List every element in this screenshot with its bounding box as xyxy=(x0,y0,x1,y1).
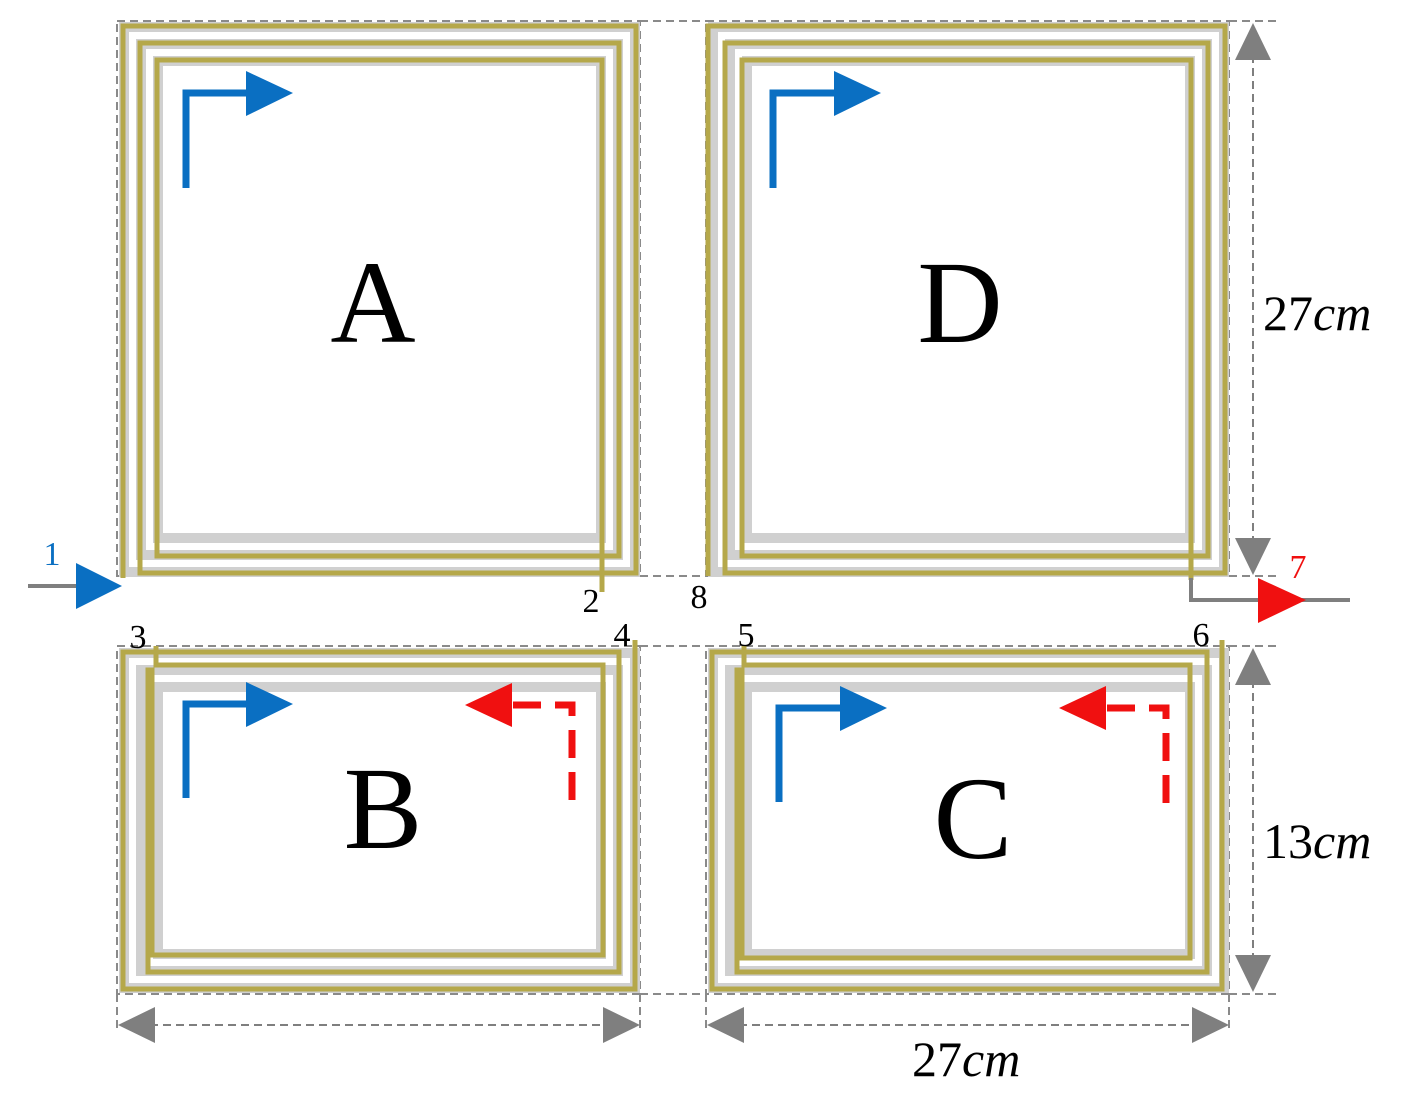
dimension-width-value: 27 xyxy=(912,1031,962,1087)
dimension-height-top-unit: cm xyxy=(1313,285,1371,341)
terminal-labels: 1 2 8 7 3 4 5 6 xyxy=(44,536,1307,656)
gray-double-arrow-icon xyxy=(1235,23,1271,575)
red-output-arrow-icon xyxy=(1189,578,1350,623)
dimension-height-top-value: 27 xyxy=(1263,285,1313,341)
coil-label-c: C xyxy=(934,753,1013,884)
dimension-height-bottom-label: 13cm xyxy=(1263,813,1371,869)
coil-label-a: A xyxy=(330,237,415,368)
blue-elbow-arrow-icon xyxy=(775,686,887,802)
coil-c xyxy=(708,640,1229,993)
coil-label-d: D xyxy=(917,237,1002,368)
terminal-5-label: 5 xyxy=(738,617,755,654)
dimension-labels: 27cm 13cm 27cm xyxy=(912,285,1371,1087)
dimension-width-label: 27cm xyxy=(912,1031,1020,1087)
gray-double-arrow-icon xyxy=(118,1007,640,1043)
blue-elbow-arrow-icon xyxy=(182,71,293,188)
coil-b xyxy=(119,640,640,993)
red-dashed-elbow-arrow-icon xyxy=(465,683,576,800)
dimension-height-bottom-value: 13 xyxy=(1263,813,1313,869)
terminal-8-label: 8 xyxy=(691,579,708,616)
coil-labels: A D B C xyxy=(330,237,1012,884)
reverse-current-arrows xyxy=(465,683,1170,803)
dimension-arrows xyxy=(118,23,1271,1043)
coil-d xyxy=(705,22,1229,580)
blue-elbow-arrow-icon xyxy=(769,71,881,188)
coil-label-b: B xyxy=(344,743,423,874)
forward-current-arrows xyxy=(182,71,887,802)
terminal-3-label: 3 xyxy=(130,619,147,656)
coil-a xyxy=(119,22,640,592)
gray-double-arrow-icon xyxy=(707,1007,1229,1043)
dimension-height-top-label: 27cm xyxy=(1263,285,1371,341)
terminal-4-label: 4 xyxy=(614,617,631,654)
terminal-1-label: 1 xyxy=(44,536,61,573)
cell-boundaries xyxy=(116,20,1280,1030)
dimension-height-bottom-unit: cm xyxy=(1313,813,1371,869)
gray-double-arrow-icon xyxy=(1235,648,1271,992)
blue-elbow-arrow-icon xyxy=(182,682,293,798)
terminal-7-label: 7 xyxy=(1290,549,1307,586)
terminal-6-label: 6 xyxy=(1193,617,1210,654)
dimension-width-unit: cm xyxy=(962,1031,1020,1087)
red-dashed-elbow-arrow-icon xyxy=(1059,686,1170,803)
terminal-2-label: 2 xyxy=(583,583,600,620)
blue-input-arrow-icon xyxy=(28,563,122,609)
